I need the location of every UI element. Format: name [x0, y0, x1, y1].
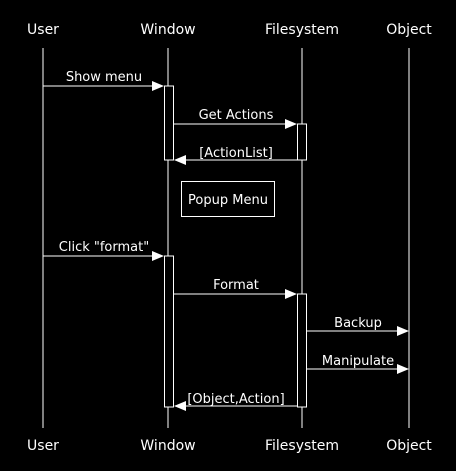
message-click-format-label: Click "format" [59, 240, 149, 255]
activation-filesystem-1 [297, 123, 307, 161]
message-object-action-label: [Object,Action] [187, 392, 284, 407]
activation-filesystem-2 [297, 293, 307, 408]
message-manipulate-arrowhead [397, 364, 409, 374]
note-popup-menu-box [181, 181, 275, 217]
message-actionlist-arrowhead [174, 155, 186, 165]
message-object-action-arrowhead [174, 401, 186, 411]
activation-window-2 [164, 255, 174, 408]
participant-bottom-user: User [27, 438, 59, 454]
message-get-actions-arrowhead [285, 119, 297, 129]
message-get-actions-label: Get Actions [199, 108, 274, 123]
participant-top-object: Object [386, 22, 432, 38]
participant-top-filesystem: Filesystem [265, 22, 339, 38]
activation-window-1 [164, 85, 174, 161]
message-backup-arrowhead [397, 326, 409, 336]
message-format-label: Format [213, 278, 259, 293]
participant-bottom-window: Window [140, 438, 195, 454]
participant-top-window: Window [140, 22, 195, 38]
participant-bottom-filesystem: Filesystem [265, 438, 339, 454]
message-show-menu-arrowhead [152, 81, 164, 91]
message-click-format-arrowhead [152, 251, 164, 261]
message-manipulate-label: Manipulate [322, 354, 394, 369]
participant-top-user: User [27, 22, 59, 38]
message-format-arrowhead [285, 289, 297, 299]
note-popup-menu-text: Popup Menu [188, 193, 268, 208]
message-backup-label: Backup [334, 316, 382, 331]
participant-bottom-object: Object [386, 438, 432, 454]
message-actionlist-label: [ActionList] [199, 146, 273, 161]
message-show-menu-label: Show menu [66, 70, 142, 85]
